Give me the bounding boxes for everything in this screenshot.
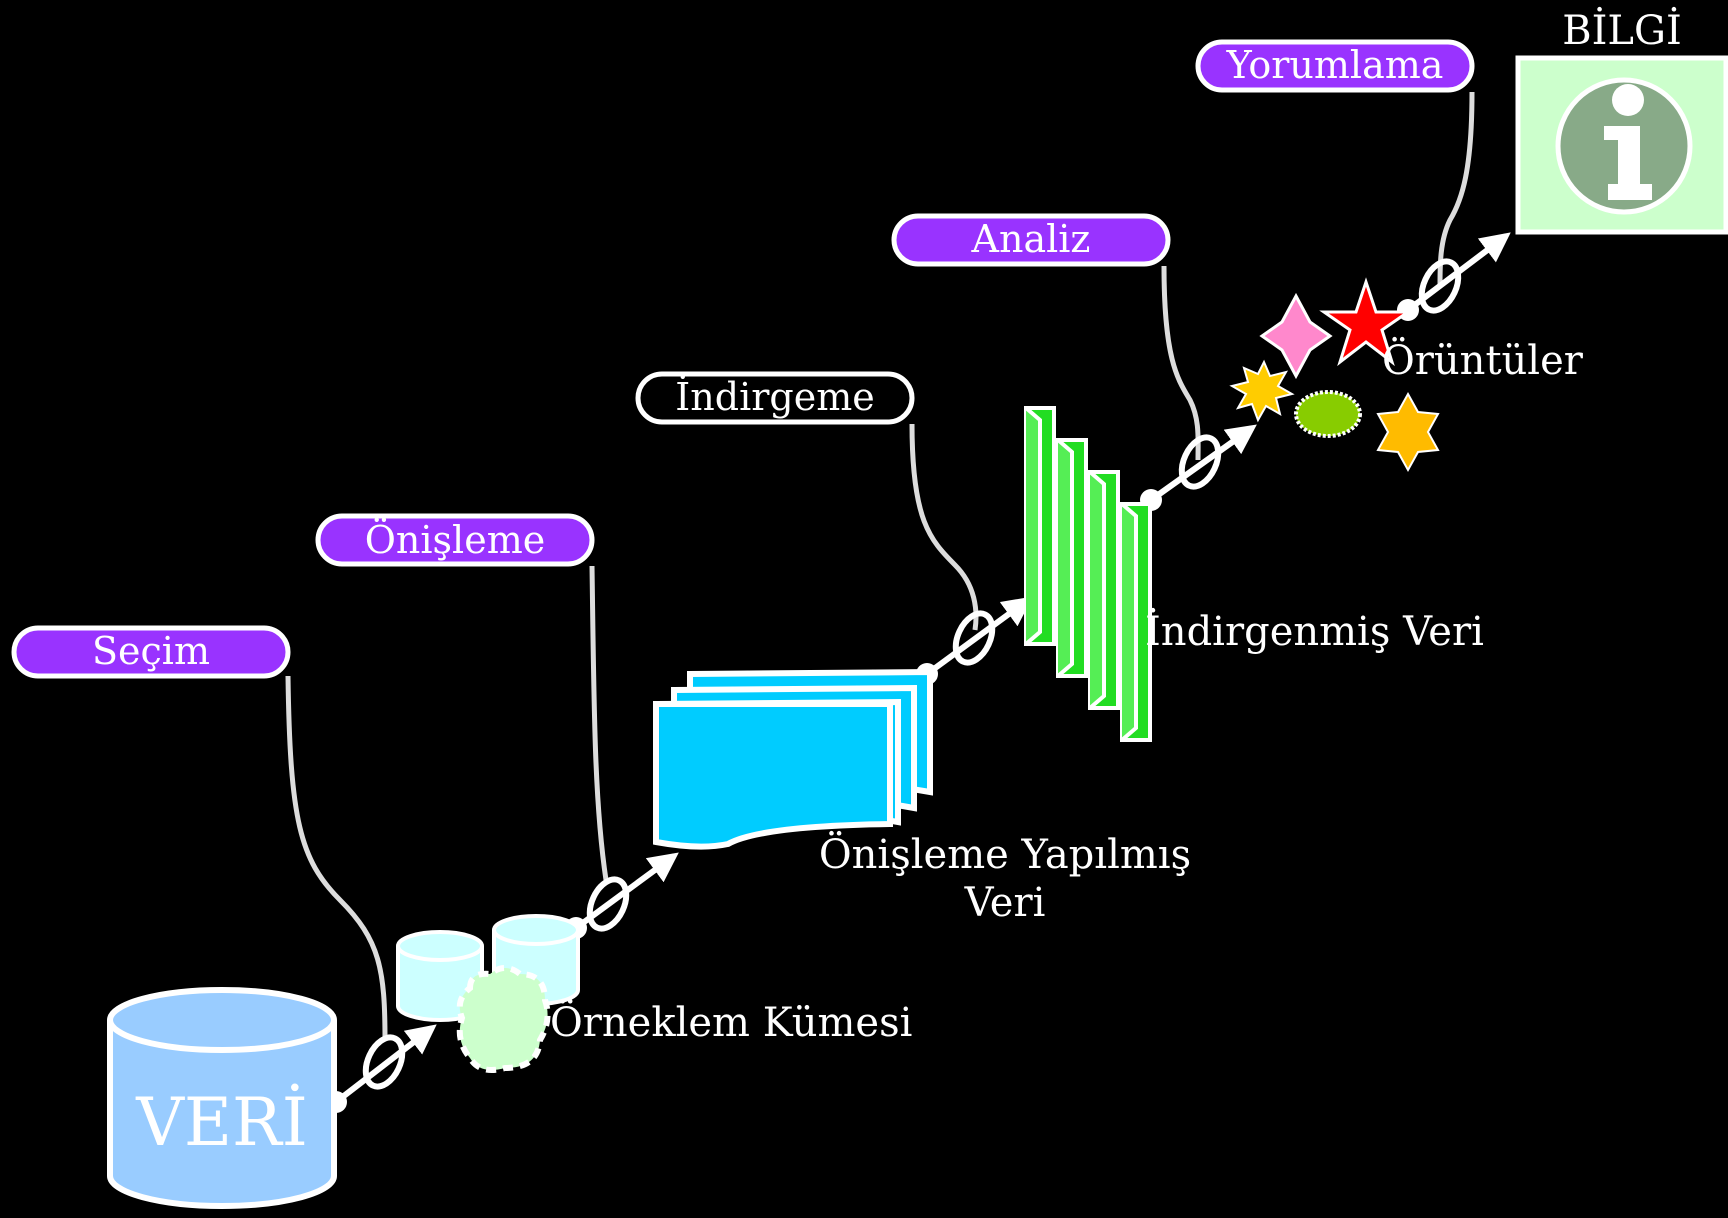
onislenmis-label-line2: Veri (964, 880, 1046, 926)
callout-secim (285, 675, 388, 1041)
callout-onisleme (589, 565, 609, 881)
database-cylinder-icon: VERİ (107, 987, 337, 1209)
pill-analiz: Analiz (891, 213, 1171, 267)
callout-yorumlama (1437, 91, 1475, 286)
pill-onisleme: Önişleme (315, 513, 595, 567)
orneklem-label: Örneklem Kümesi (550, 999, 912, 1046)
link-rings (362, 258, 1462, 1090)
indirgenmis-label: İndirgenmiş Veri (1145, 608, 1484, 655)
arrow-secim (334, 1024, 437, 1105)
callout-indirgeme (909, 423, 979, 631)
arrow-analiz (1149, 424, 1257, 503)
pill-yorumlama-label: Yorumlama (1226, 43, 1444, 87)
pill-indirgeme: İndirgeme (635, 371, 915, 425)
pill-onisleme-label: Önişleme (365, 518, 545, 562)
arrow-indirgeme (925, 596, 1033, 677)
pill-analiz-label: Analiz (971, 217, 1091, 261)
veri-label: VERİ (135, 1084, 308, 1161)
info-icon (1515, 55, 1728, 235)
sample-set-icon (396, 914, 580, 1073)
callout-analiz (1161, 265, 1201, 461)
document-stack-icon (653, 668, 933, 850)
oruntuler-label: Örüntüler (1382, 337, 1584, 384)
callout-lines (285, 91, 1475, 1041)
onislenmis-label-line1: Önişleme Yapılmış (819, 831, 1191, 878)
bilgi-label: BİLGİ (1562, 7, 1682, 54)
patterns-icon (1229, 277, 1440, 473)
pill-yorumlama: Yorumlama (1195, 39, 1475, 93)
pill-indirgeme-label: İndirgeme (675, 375, 874, 419)
pill-secim: Seçim (11, 625, 291, 679)
reduced-data-icon (1024, 406, 1152, 742)
pill-secim-label: Seçim (92, 629, 210, 673)
